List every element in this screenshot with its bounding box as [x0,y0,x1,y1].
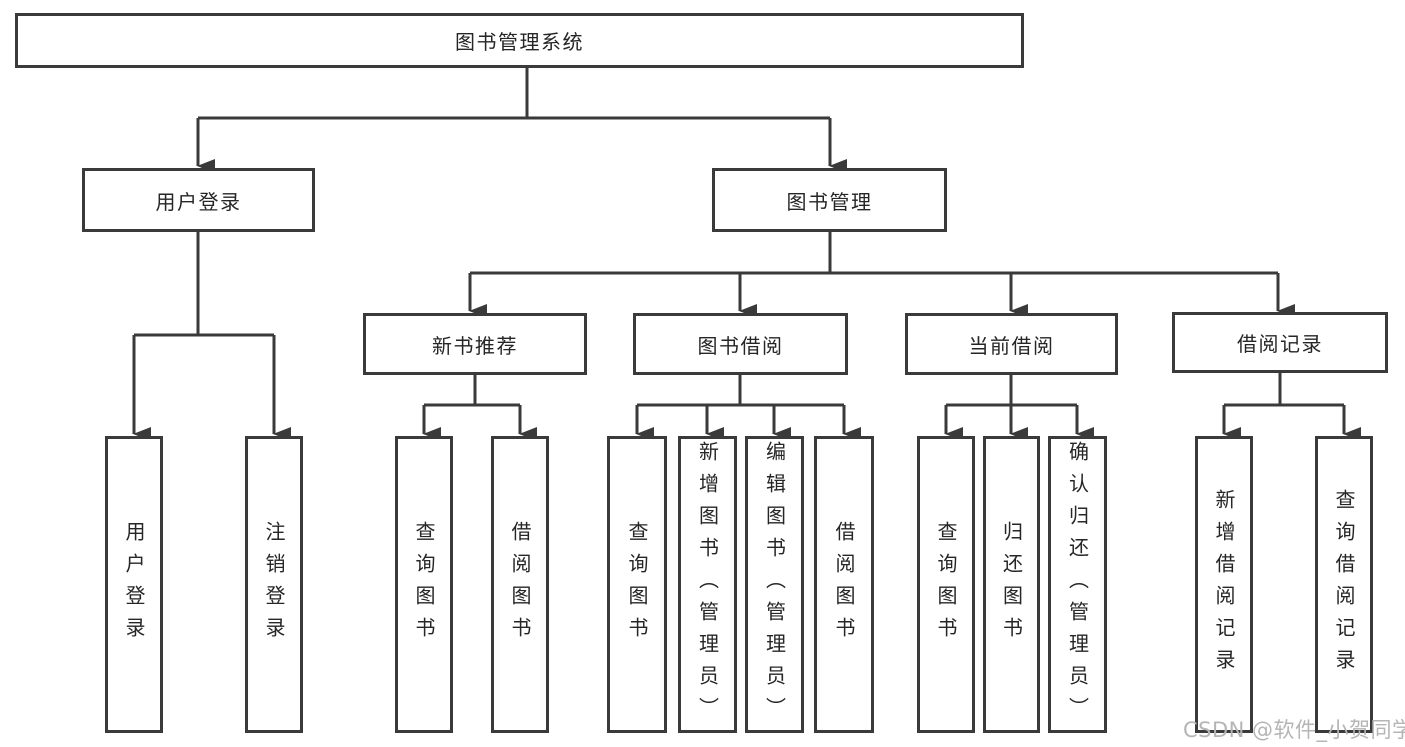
leaf-return-book: 归还图书 [983,436,1040,733]
node-current-borrowing-label: 当前借阅 [968,333,1055,358]
connector-arrows [132,118,1361,441]
leaf-confirm-return-admin-label: 确认归还（管理员） [1065,440,1090,729]
leaf-confirm-return-admin: 确认归还（管理员） [1048,436,1107,733]
leaf-edit-book-admin-label: 编辑图书（管理员） [762,440,787,729]
node-book-management: 图书管理 [712,168,947,232]
node-current-borrowing: 当前借阅 [905,313,1118,375]
node-root: 图书管理系统 [15,13,1024,68]
leaf-query-books-borrowing-label: 查询图书 [625,520,649,649]
leaf-query-books-current-label: 查询图书 [934,520,958,649]
leaf-add-book-admin-label: 新增图书（管理员） [695,440,720,729]
leaf-add-book-admin: 新增图书（管理员） [678,436,737,733]
node-book-management-label: 图书管理 [786,189,873,214]
node-root-label: 图书管理系统 [455,30,584,54]
leaf-borrow-books-borrowing: 借阅图书 [814,436,874,733]
leaf-query-borrow-record: 查询借阅记录 [1315,436,1373,733]
leaf-query-books-recommend-label: 查询图书 [412,520,436,649]
leaf-edit-book-admin: 编辑图书（管理员） [745,436,804,733]
leaf-add-borrow-record: 新增借阅记录 [1195,436,1253,733]
leaf-user-login-label: 用户登录 [122,520,146,649]
leaf-borrow-books-recommend: 借阅图书 [491,436,549,733]
leaf-borrow-books-recommend-label: 借阅图书 [508,520,532,649]
node-book-borrowing: 图书借阅 [633,313,848,375]
leaf-logout-label: 注销登录 [262,520,286,649]
node-user-login-label: 用户登录 [155,189,242,214]
leaf-query-books-recommend: 查询图书 [395,436,453,733]
node-new-book-recommend-label: 新书推荐 [432,333,518,358]
node-new-book-recommend: 新书推荐 [363,313,587,375]
leaf-logout: 注销登录 [245,436,303,733]
node-borrow-records-label: 借阅记录 [1237,332,1323,356]
csdn-watermark: CSDN @软件_小贺同学 [1183,718,1405,742]
leaf-return-book-label: 归还图书 [999,520,1024,649]
leaf-add-borrow-record-label: 新增借阅记录 [1212,488,1236,681]
node-borrow-records: 借阅记录 [1172,312,1388,373]
leaf-query-borrow-record-label: 查询借阅记录 [1332,488,1356,681]
leaf-borrow-books-borrowing-label: 借阅图书 [832,520,856,649]
leaf-user-login: 用户登录 [105,436,163,733]
node-user-login: 用户登录 [82,168,315,232]
leaf-query-books-current: 查询图书 [917,436,975,733]
leaf-query-books-borrowing: 查询图书 [607,436,667,733]
node-book-borrowing-label: 图书借阅 [697,333,784,358]
